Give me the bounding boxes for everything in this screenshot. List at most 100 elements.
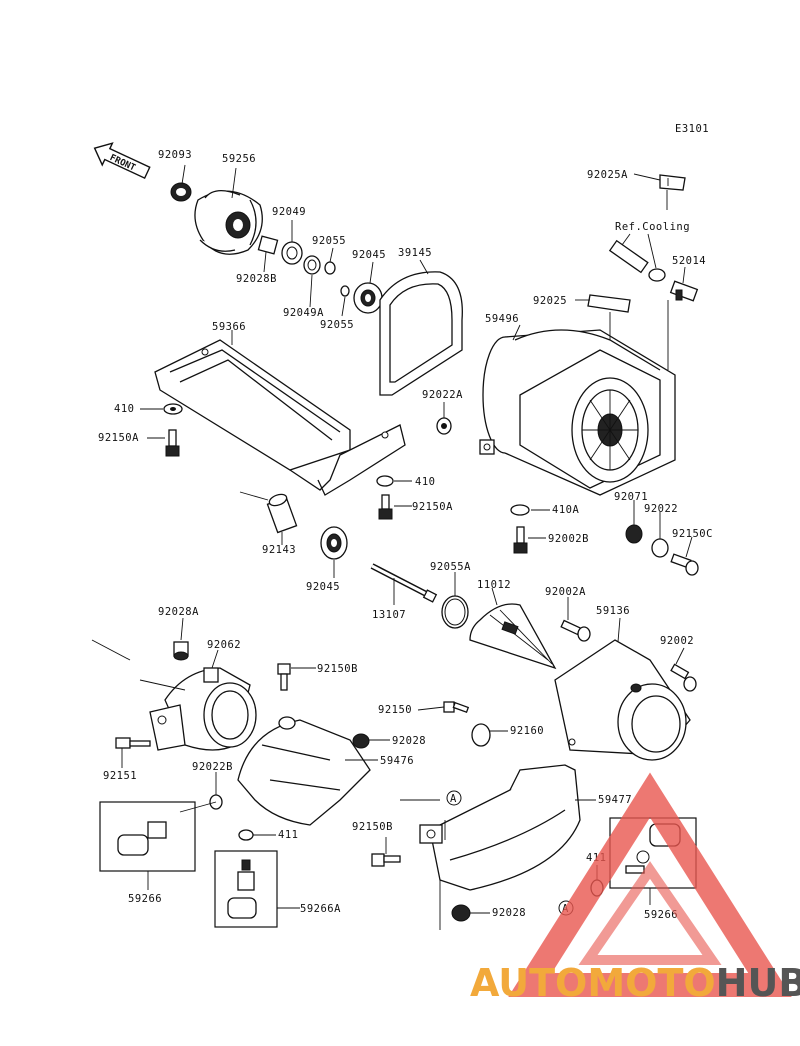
part-label: 92002: [660, 635, 694, 647]
watermark-inner-triangle-icon: [578, 861, 722, 965]
part-label: 92025: [533, 295, 567, 307]
part-label: 59366: [212, 321, 246, 333]
part-label: 59266: [644, 909, 678, 921]
connector-59266a: [227, 859, 257, 919]
nut-92028a: [173, 641, 189, 661]
part-label: 92025A: [587, 169, 628, 181]
part-label: 92002A: [545, 586, 586, 598]
washer-92022: [651, 538, 669, 558]
bolt-92150b-lower: [371, 853, 401, 867]
part-label: 92055A: [430, 561, 471, 573]
bolt-92002: [670, 663, 697, 692]
kit-box-59266a: [214, 850, 278, 928]
part-label: 52014: [672, 255, 706, 267]
part-label: 92150A: [412, 501, 453, 513]
clip-92025a: [659, 174, 686, 191]
part-label: 410: [415, 476, 435, 488]
cone-11012: [469, 603, 557, 670]
plate-92025: [587, 294, 631, 313]
guide-59476: [237, 716, 371, 826]
part-label: 59256: [222, 153, 256, 165]
bolt-92150c: [670, 553, 699, 576]
nut-92028-lower: [451, 904, 471, 922]
gasket-39145: [379, 271, 463, 396]
part-label: 59266: [128, 893, 162, 905]
part-label: 92022: [644, 503, 678, 515]
shaft-13107: [370, 563, 438, 603]
part-label: 92045: [352, 249, 386, 261]
kit-box-59266-left: [99, 801, 196, 872]
part-label: 92062: [207, 639, 241, 651]
watermark-text-part1: AUTOMOTO: [470, 961, 716, 1005]
bolt-92150a-right: [378, 494, 393, 520]
ref-note: Ref.Cooling: [615, 221, 690, 233]
impeller-group: [170, 182, 383, 314]
washer-410-right: [376, 475, 394, 487]
part-label: 92160: [510, 725, 544, 737]
part-label: 92022A: [422, 389, 463, 401]
part-label: 59477: [598, 794, 632, 806]
part-label: 92150C: [672, 528, 713, 540]
cooling-tube: [608, 239, 666, 282]
diagram-code: E3101: [675, 123, 709, 135]
channel-59366: [154, 339, 406, 496]
marker-a-upper-label: A: [450, 793, 457, 805]
part-label: 411: [278, 829, 298, 841]
watermark-triangle-icon: [508, 772, 792, 997]
bolt-92150: [443, 701, 470, 714]
part-label: 92022B: [192, 761, 233, 773]
bushing-92071: [625, 524, 643, 544]
part-label: 59136: [596, 605, 630, 617]
sleeve-92143: [266, 493, 298, 534]
part-label: 59476: [380, 755, 414, 767]
reverse-bucket-59477: [419, 764, 581, 891]
watermark: AUTOMOTOHUB: [470, 772, 800, 1005]
part-label: 92049: [272, 206, 306, 218]
marker-a-upper: [446, 790, 462, 806]
part-label: 92151: [103, 770, 137, 782]
washer-411-left: [238, 829, 254, 841]
part-label: 92055: [312, 235, 346, 247]
washer-410a: [510, 504, 530, 516]
pump-case-59496: [479, 329, 676, 496]
part-label: 92028: [492, 907, 526, 919]
bolt-92002b: [513, 526, 528, 554]
bushing-92160: [471, 723, 491, 747]
part-label: 92028: [392, 735, 426, 747]
fitting-52014: [669, 280, 699, 302]
watermark-text: AUTOMOTOHUB: [470, 961, 800, 1005]
bolt-92150a-left: [165, 429, 180, 457]
nozzle-59136: [554, 639, 691, 761]
part-label: 410: [114, 403, 134, 415]
part-label: 92093: [158, 149, 192, 161]
part-label: 39145: [398, 247, 432, 259]
part-label: 92143: [262, 544, 296, 556]
part-label: 59266A: [300, 903, 341, 915]
part-label: 59496: [485, 313, 519, 325]
bolt-92151: [115, 737, 151, 749]
nut-92028-mid: [352, 733, 370, 749]
front-arrow: FRONT: [93, 142, 151, 180]
part-label: 92002B: [548, 533, 589, 545]
part-label: 92150: [378, 704, 412, 716]
pivot-92062: [149, 667, 257, 751]
connector-left: [117, 821, 167, 856]
part-label: 410A: [552, 504, 579, 516]
part-label: 92150B: [317, 663, 358, 675]
part-label: 92028A: [158, 606, 199, 618]
part-label: 92055: [320, 319, 354, 331]
part-labels: 92093 59256 92049 92055 92045 39145 92028B 9204…: [98, 149, 713, 921]
part-label: 11012: [477, 579, 511, 591]
bolt-92150b-upper: [277, 663, 291, 691]
part-label: 13107: [372, 609, 406, 621]
part-label: 92150B: [352, 821, 393, 833]
part-label: 92045: [306, 581, 340, 593]
bolt-92002a: [560, 619, 591, 642]
part-label: 92150A: [98, 432, 139, 444]
leader-lines: [91, 164, 693, 930]
part-label: 92049A: [283, 307, 324, 319]
part-label: 92071: [614, 491, 648, 503]
part-label: 92028B: [236, 273, 277, 285]
watermark-text-part2: HUB: [716, 961, 800, 1005]
